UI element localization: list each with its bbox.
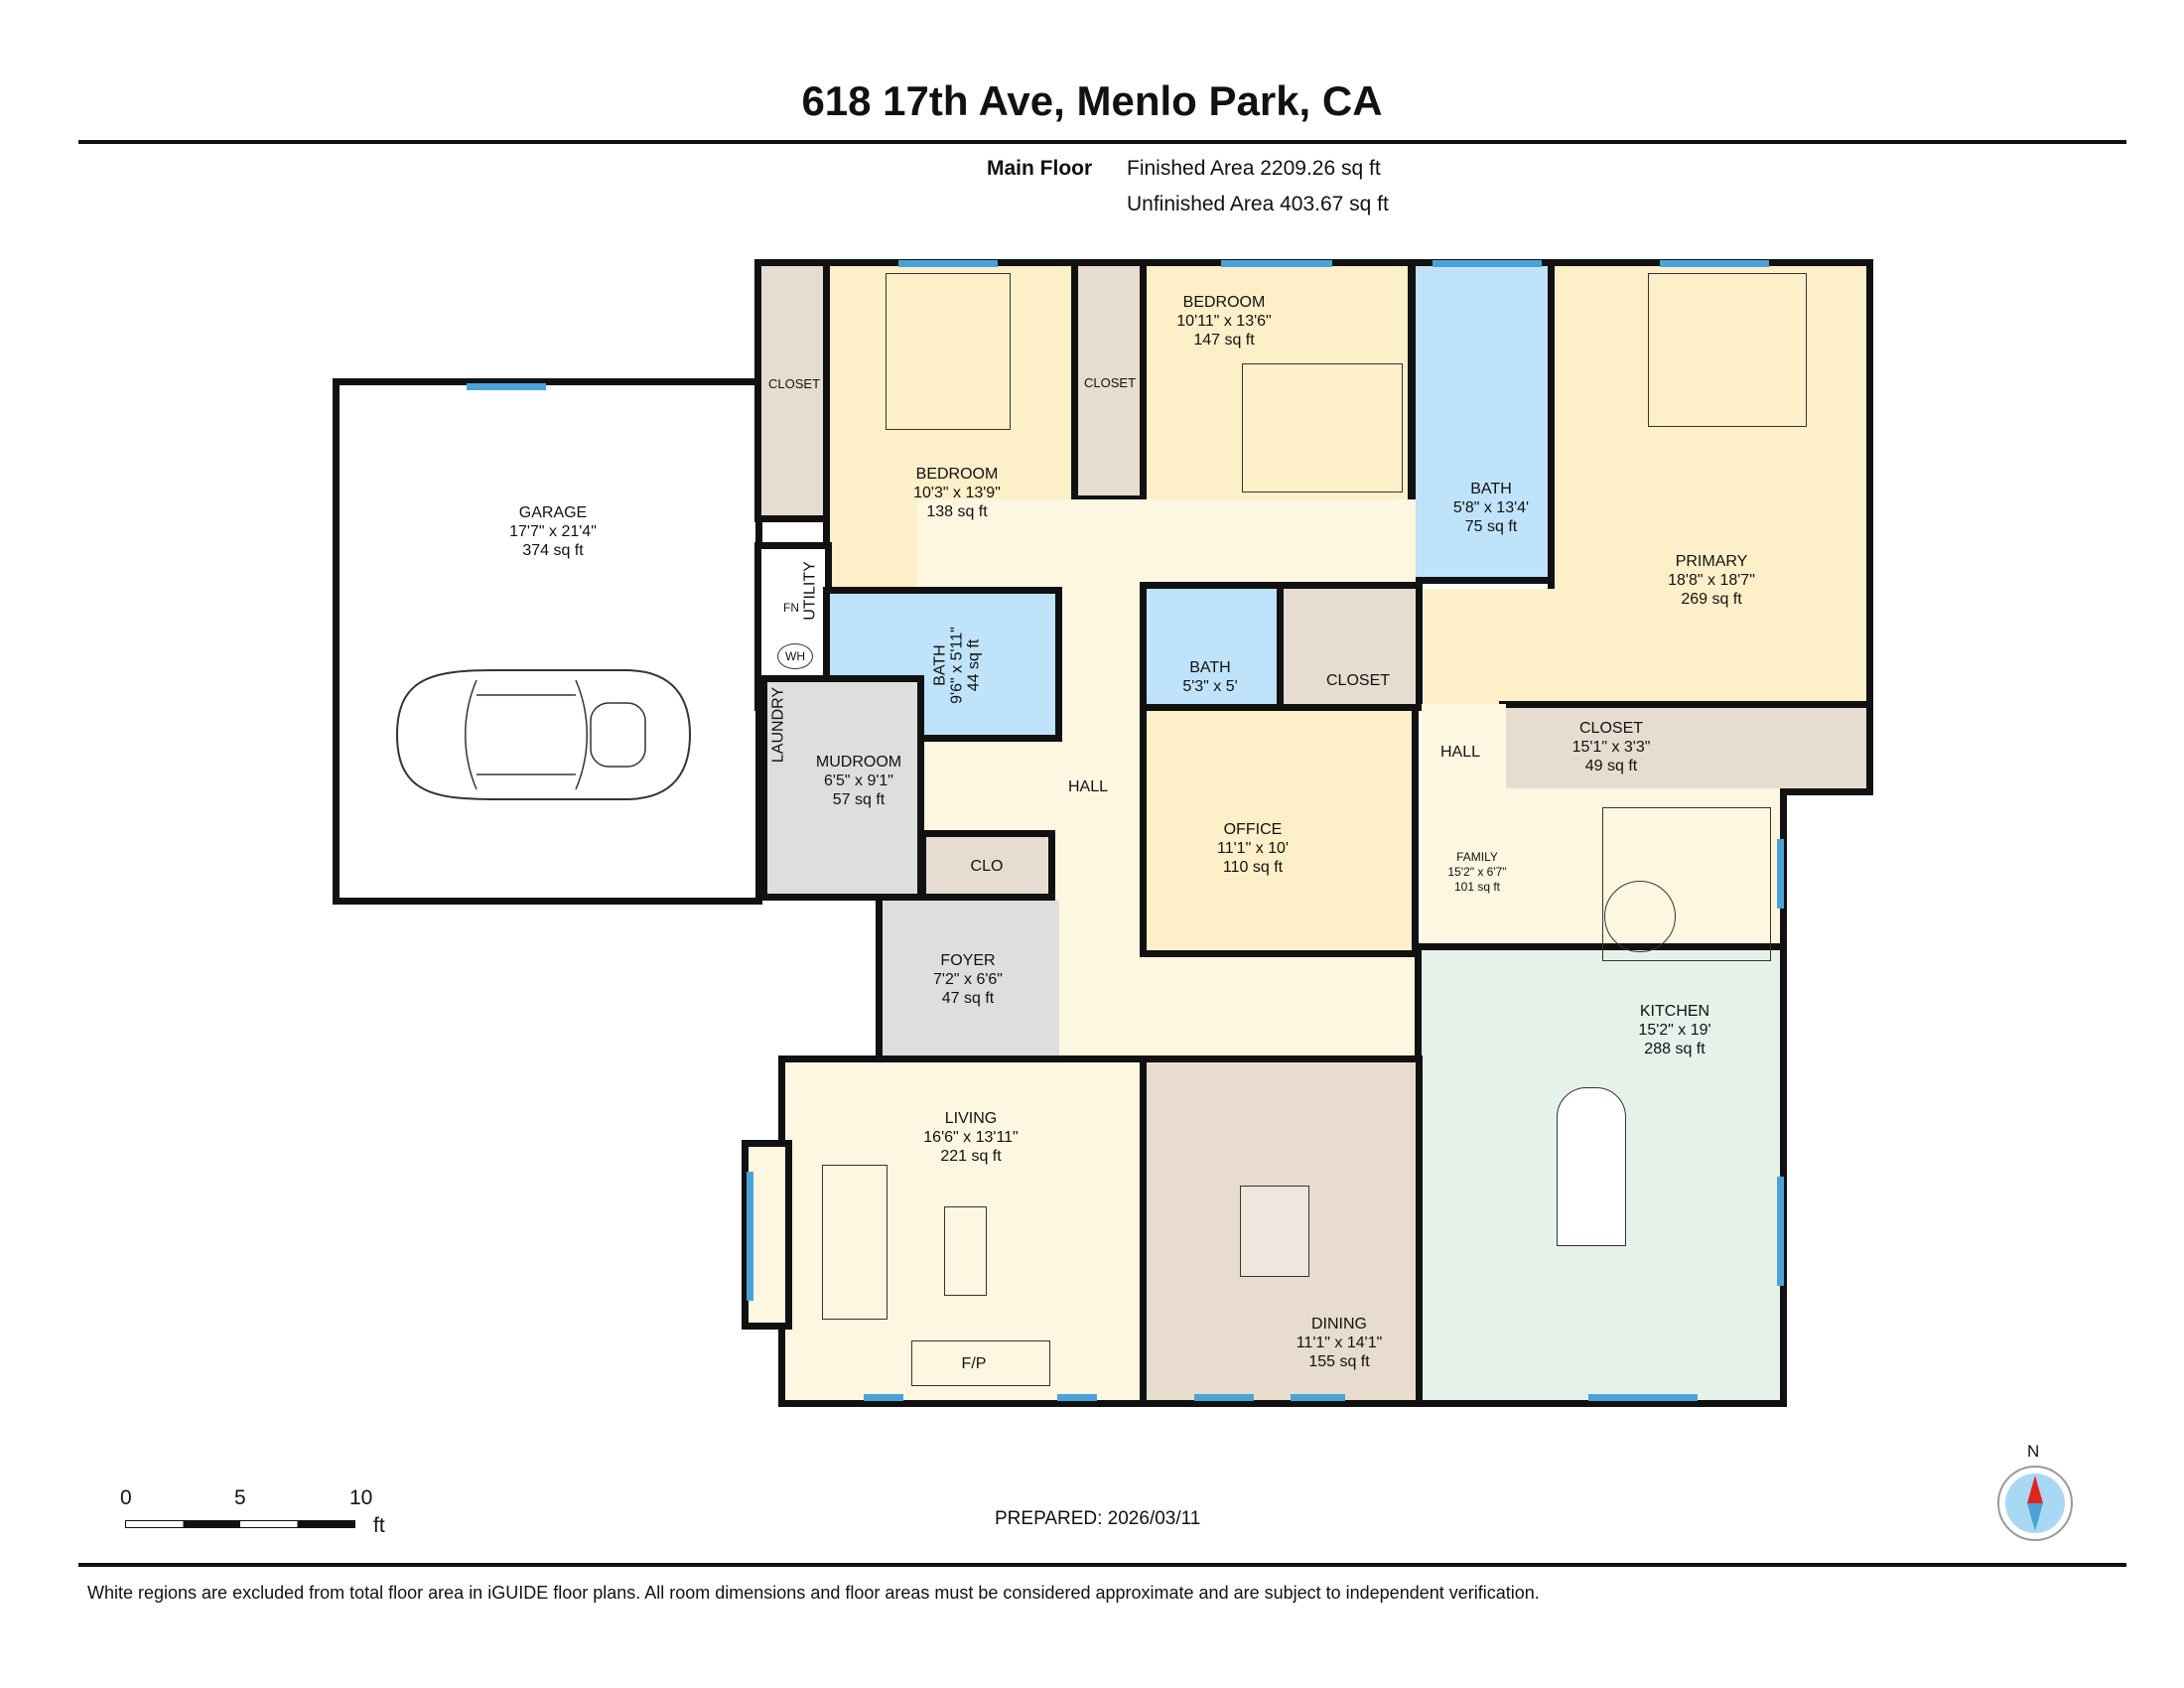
room-label-laundry: LAUNDRY xyxy=(769,686,787,764)
window xyxy=(1291,1394,1345,1401)
room-label-closet-1: CLOSET xyxy=(767,376,821,391)
window xyxy=(1194,1394,1254,1401)
room-closet-1[interactable] xyxy=(754,259,832,522)
window xyxy=(1221,260,1332,267)
bed xyxy=(1648,273,1807,427)
room-primary-extension xyxy=(1424,589,1563,704)
sofa xyxy=(822,1165,887,1320)
window xyxy=(467,383,546,390)
coffee-table xyxy=(944,1206,987,1296)
room-utility[interactable] xyxy=(754,542,832,711)
room-primary[interactable] xyxy=(1548,259,1873,711)
room-closet-3[interactable] xyxy=(1277,582,1423,711)
window xyxy=(898,260,998,267)
car-icon xyxy=(395,669,692,800)
scale-tick-0: 0 xyxy=(120,1486,132,1509)
title-divider xyxy=(78,140,2126,144)
window xyxy=(864,1394,903,1401)
room-bath-2[interactable] xyxy=(1140,582,1285,714)
room-label-utility: UTILITY xyxy=(801,561,819,621)
dining-table xyxy=(1240,1186,1309,1277)
bed xyxy=(1242,363,1403,492)
scale-bar-graphic xyxy=(125,1520,355,1528)
scale-tick-10: 10 xyxy=(349,1486,373,1509)
kitchen-island xyxy=(1557,1087,1626,1246)
room-dining[interactable] xyxy=(1140,1055,1423,1407)
room-label-hall-right: HALL xyxy=(1439,744,1481,761)
unfinished-area: Unfinished Area 403.67 sq ft xyxy=(1127,193,1389,215)
room-label-closet-3: CLOSET xyxy=(1325,672,1391,689)
room-foyer[interactable] xyxy=(876,901,1059,1055)
room-label-hall: HALL xyxy=(1067,778,1109,795)
fireplace-label: F/P xyxy=(961,1355,987,1372)
room-office[interactable] xyxy=(1140,704,1419,957)
room-closet-long[interactable] xyxy=(1499,701,1873,795)
window xyxy=(1057,1394,1097,1401)
furnace-label: FN xyxy=(783,601,799,615)
disclaimer: White regions are excluded from total fl… xyxy=(87,1583,1540,1603)
finished-area: Finished Area 2209.26 sq ft xyxy=(1127,157,1381,180)
window xyxy=(1433,260,1542,267)
window xyxy=(1660,260,1769,267)
water-heater-label: WH xyxy=(777,643,813,669)
room-living-bay xyxy=(742,1140,792,1330)
scale-unit: ft xyxy=(373,1514,385,1537)
sectional-sofa xyxy=(1602,807,1771,961)
room-mudroom[interactable] xyxy=(760,675,924,901)
window xyxy=(1777,839,1784,909)
scale-bar: 0 5 10 ft xyxy=(120,1486,385,1546)
room-clo[interactable] xyxy=(919,830,1055,901)
window xyxy=(1588,1394,1698,1401)
scale-tick-5: 5 xyxy=(234,1486,246,1509)
window xyxy=(1777,1177,1784,1286)
room-garage[interactable] xyxy=(333,378,762,905)
footer-divider xyxy=(78,1563,2126,1567)
bed xyxy=(886,273,1011,430)
compass-icon xyxy=(1997,1466,2073,1541)
fireplace xyxy=(911,1340,1050,1386)
round-table xyxy=(1604,881,1676,952)
window xyxy=(747,1172,753,1301)
floor-name: Main Floor xyxy=(987,157,1093,180)
prepared-date: PREPARED: 2026/03/11 xyxy=(995,1508,1201,1529)
room-closet-2[interactable] xyxy=(1071,259,1149,502)
room-primary-bath[interactable] xyxy=(1409,259,1558,584)
compass: N xyxy=(1995,1442,2075,1541)
page-title: 618 17th Ave, Menlo Park, CA xyxy=(801,77,1383,124)
room-hall-right[interactable] xyxy=(1422,704,1506,803)
compass-north-label: N xyxy=(2027,1442,2040,1461)
room-living[interactable] xyxy=(778,1055,1154,1407)
room-label-closet-2: CLOSET xyxy=(1083,375,1137,390)
room-label-clo: CLO xyxy=(970,858,1004,875)
